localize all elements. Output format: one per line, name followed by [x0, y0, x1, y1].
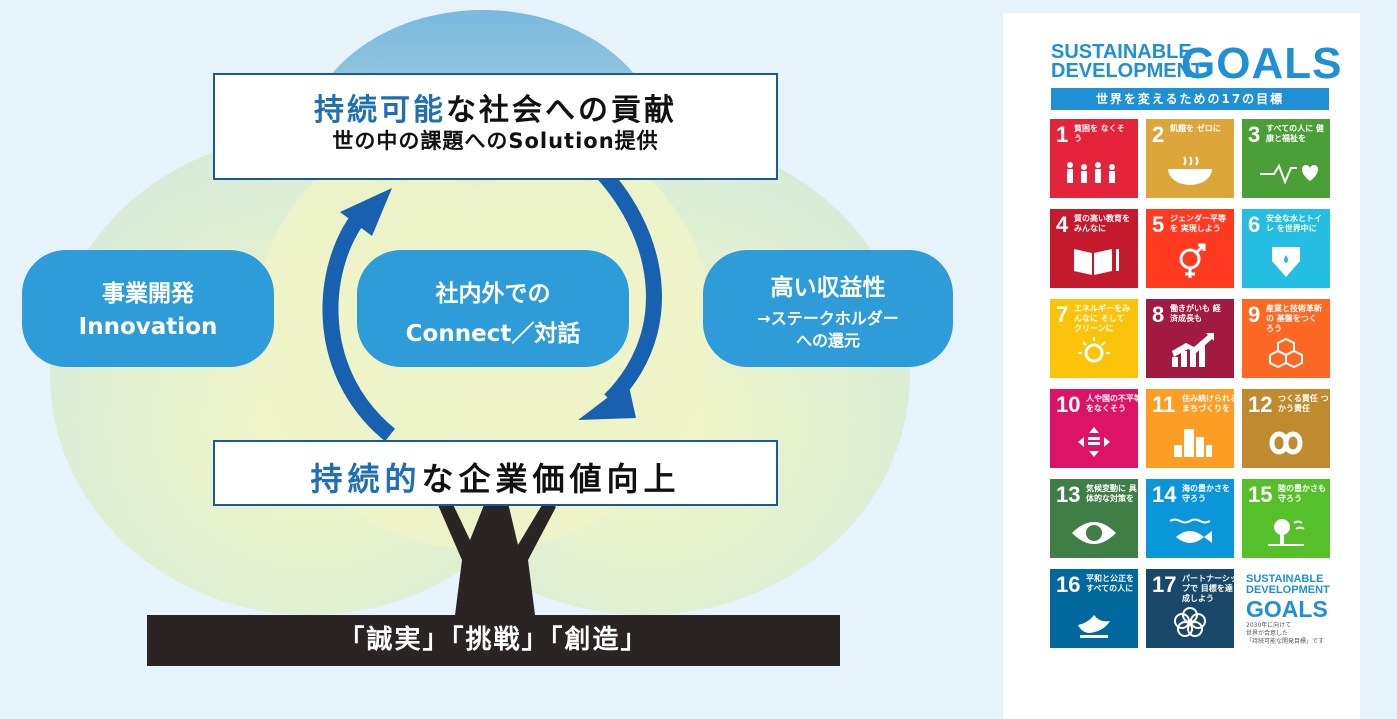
- corporate-value-title: 持続的な企業価値向上: [310, 460, 681, 498]
- growth-chart-icon: [1172, 333, 1214, 367]
- society-contribution-title: 持続可能な社会への貢献: [314, 93, 677, 128]
- sdg-goal-1-tile: 1 貧困を なくそう: [1050, 119, 1138, 198]
- infinity-icon: [1269, 431, 1303, 455]
- sustainable-society-box: 持続可能な社会への貢献 世の中の課題へのSolution提供: [213, 73, 778, 180]
- sdg-goal-label: 飢餓を ゼロに: [1170, 124, 1221, 133]
- sdg-goal-label: 気候変動に 具体的な対策を: [1086, 484, 1137, 503]
- equality-icon: [1078, 427, 1110, 457]
- sdg-goal-label: 平和と公正を すべての人に: [1086, 574, 1134, 593]
- sdg-goal-number: 14: [1152, 482, 1177, 507]
- sdg-goal-8-tile: 8 働きがいも 経済成長も: [1146, 299, 1234, 378]
- sdg-goal-number: 12: [1248, 392, 1273, 417]
- tree-trunk: [438, 490, 556, 615]
- sdg-goal-5-tile: 5 ジェンダー平等を 実現しよう: [1146, 209, 1234, 288]
- sdg-goal-number: 10: [1056, 392, 1081, 417]
- sdg-goal-14-tile: 14 海の豊かさを 守ろう: [1146, 479, 1234, 558]
- sdg-goal-number: 11: [1152, 392, 1176, 417]
- water-icon: [1272, 247, 1300, 277]
- sdg-goal-number: 4: [1056, 212, 1069, 237]
- sdg-goal-number: 13: [1056, 482, 1081, 507]
- rings-icon: [1174, 607, 1206, 637]
- cycle-arrow-right: [589, 159, 662, 406]
- bowl-icon: [1168, 156, 1212, 185]
- sdg-goal-label: 貧困を なくそう: [1074, 124, 1125, 143]
- sdg-goal-11-tile: 11 住み続けられる まちづくりを: [1146, 389, 1234, 468]
- sdg-goal-13-tile: 13 気候変動に 具体的な対策を: [1050, 479, 1138, 558]
- sdg-goal-number: 17: [1152, 572, 1177, 597]
- book-icon: [1074, 249, 1119, 275]
- sdg-summary-logo: GOALS: [1246, 596, 1328, 622]
- sdg-goal-2-tile: 2 飢餓を ゼロに: [1146, 119, 1234, 198]
- tree-icon: [1268, 519, 1305, 546]
- sdg-goal-number: 7: [1056, 302, 1069, 327]
- values-ground-bar: 「誠実」「挑戦」「創造」: [147, 615, 840, 666]
- sun-power-icon: [1078, 337, 1110, 363]
- sdg-goal-label: 産業と技術革新の 基盤をつくろう: [1266, 304, 1322, 333]
- sdg-goal-number: 1: [1056, 122, 1069, 147]
- business-development-pill: 事業開発 Innovation: [22, 250, 274, 367]
- profitability-pill: 高い収益性 →ステークホルダー への還元: [703, 250, 953, 367]
- corporate-value-box: 持続的な企業価値向上: [213, 440, 778, 506]
- dove-icon: [1078, 615, 1110, 638]
- sdg-goal-12-tile: 12 つくる責任 つかう責任: [1242, 389, 1330, 468]
- sdg-goal-label: 働きがいも 経済成長も: [1170, 304, 1221, 323]
- sdg-goal-number: 3: [1248, 122, 1261, 147]
- sdg-goal-number: 5: [1152, 212, 1165, 237]
- sdg-goal-number: 6: [1248, 212, 1261, 237]
- sdg-goals-logo: GOALS: [1181, 39, 1343, 88]
- sdg-goal-6-tile: 6 安全な水とトイレ を世界中に: [1242, 209, 1330, 288]
- sdg-goal-label: すべての人に 健康と福祉を: [1266, 124, 1324, 143]
- sdg-goal-label: 安全な水とトイレ を世界中に: [1266, 214, 1322, 233]
- cubes-icon: [1269, 337, 1303, 369]
- connect-dialogue-pill: 社内外での Connect／対話: [357, 250, 629, 367]
- gender-icon: [1179, 243, 1206, 278]
- sdg-poster: SUSTAINABLE DEVELOPMENT GOALS 世界を変えるための1…: [1003, 13, 1360, 719]
- sdg-header-text: SUSTAINABLE DEVELOPMENT: [1051, 41, 1204, 82]
- sdg-goal-number: 9: [1248, 302, 1261, 327]
- sdg-goal-10-tile: 10 人や国の不平等 をなくそう: [1050, 389, 1138, 468]
- sdg-goal-number: 15: [1248, 482, 1273, 507]
- sdg-banner: 世界を変えるための17の目標: [1051, 88, 1329, 110]
- sdg-goal-15-tile: 15 陸の豊かさも 守ろう: [1242, 479, 1330, 558]
- sdg-summary-note: 2030年に向けて世界が合意した「持続可能な開発目標」です: [1246, 622, 1325, 645]
- sdg-goal-number: 2: [1152, 122, 1165, 147]
- sdg-goal-label: ジェンダー平等を 実現しよう: [1170, 214, 1226, 233]
- sdg-goal-3-tile: 3 すべての人に 健康と福祉を: [1242, 119, 1330, 198]
- cycle-arrow-right-head: [578, 382, 636, 420]
- city-icon: [1174, 429, 1212, 457]
- cycle-arrow-left: [322, 204, 396, 442]
- fish-icon: [1169, 518, 1212, 543]
- sdg-goal-label: 質の高い教育を みんなに: [1074, 214, 1130, 233]
- sdg-goal-label: 海の豊かさを 守ろう: [1182, 484, 1230, 503]
- sdg-goal-4-tile: 4 質の高い教育を みんなに: [1050, 209, 1138, 288]
- sdg-goal-label: 人や国の不平等 をなくそう: [1086, 394, 1138, 413]
- sdg-goal-label: エネルギーをみんなに そしてクリーンに: [1074, 304, 1130, 333]
- cycle-arrow-left-head: [340, 188, 392, 236]
- sdg-goal-label: つくる責任 つかう責任: [1278, 394, 1329, 413]
- sdg-goal-16-tile: 16 平和と公正を すべての人に: [1050, 569, 1138, 648]
- sdg-goal-number: 8: [1152, 302, 1165, 327]
- sdg-goal-number: 16: [1056, 572, 1081, 597]
- sdg-goal-label: 住み続けられる まちづくりを: [1182, 394, 1234, 413]
- solution-subtitle: 世の中の課題へのSolution提供: [332, 129, 659, 153]
- eye-earth-icon: [1072, 522, 1116, 544]
- family-icon: [1067, 162, 1115, 183]
- heartbeat-icon: [1260, 163, 1318, 185]
- sdg-goal-label: 陸の豊かさも 守ろう: [1278, 484, 1326, 503]
- sdg-goal-label: パートナーシップで 目標を達成しよう: [1182, 574, 1234, 603]
